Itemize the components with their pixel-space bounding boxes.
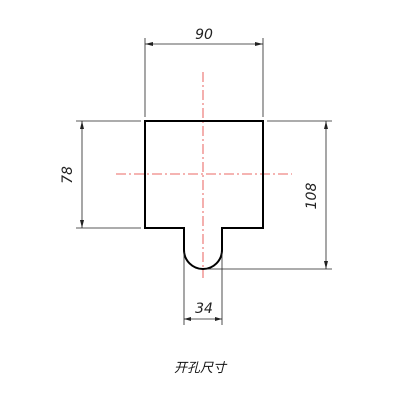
- dimension-height-rect: [76, 120, 141, 229]
- dimension-tab-width: [183, 252, 223, 325]
- arrow-head: [80, 220, 84, 228]
- arrow-head: [215, 317, 222, 321]
- dimension-tab-width-label: 34: [195, 301, 213, 317]
- arrow-head: [324, 121, 328, 129]
- arrow-head: [324, 261, 328, 269]
- drawing-caption: 开孔尺寸: [173, 361, 226, 376]
- dimension-width: [144, 38, 264, 117]
- dimension-height-total-label: 108: [304, 183, 320, 210]
- arrow-head: [145, 42, 153, 46]
- cutout-outline: [144, 120, 264, 270]
- arrow-head: [184, 317, 191, 321]
- dimension-width-label: 90: [195, 27, 213, 43]
- arrow-head: [80, 121, 84, 129]
- center-lines: [116, 72, 292, 278]
- arrow-head: [255, 42, 263, 46]
- dimension-height-rect-label: 78: [60, 166, 76, 184]
- dimension-height-total: [207, 120, 332, 270]
